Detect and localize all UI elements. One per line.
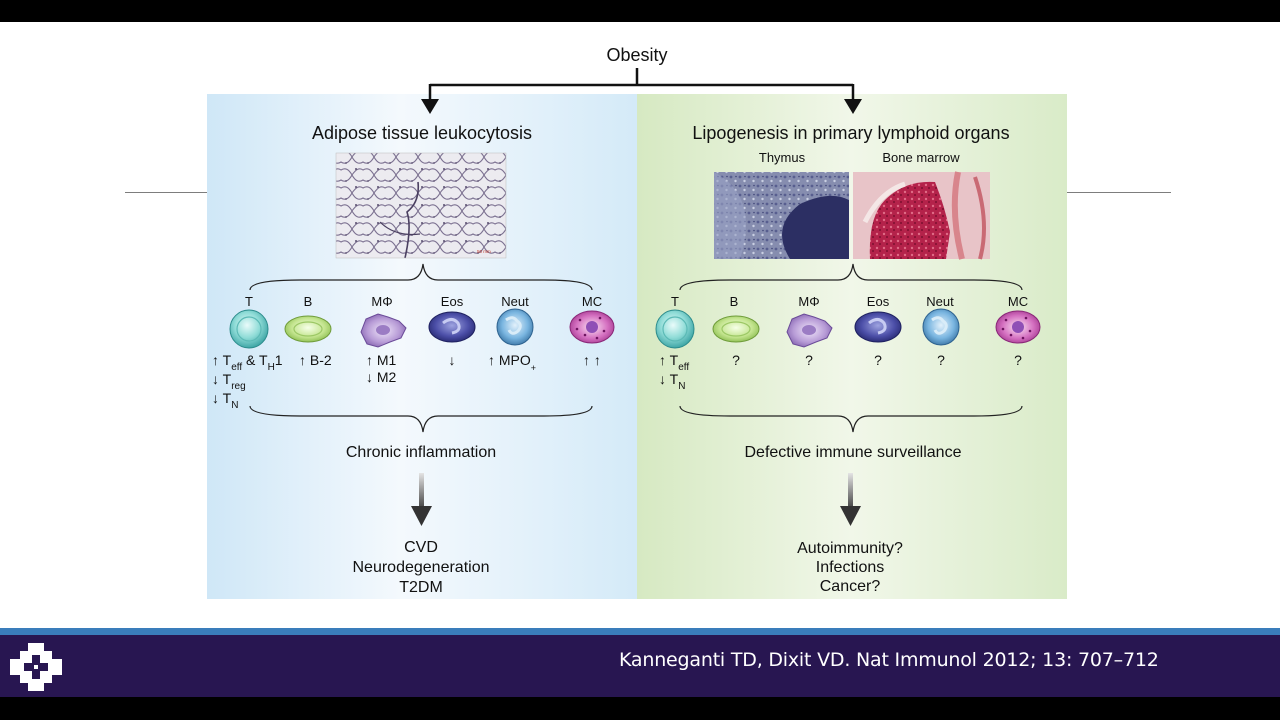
left-consequences: CVD Neurodegeneration T2DM [353, 539, 490, 596]
institution-logo-icon [10, 643, 62, 691]
left-b-cell-label: B [304, 294, 313, 309]
right-neut-effect: ? [937, 352, 945, 368]
right-divider-line [1067, 192, 1171, 193]
left-neut-effect: ↑ MPO+ [488, 352, 536, 373]
left-eos-effect: ↓ [449, 352, 456, 368]
right-bottom-brace [679, 405, 1023, 433]
right-macrophage [786, 313, 833, 348]
left-divider-line [125, 192, 207, 193]
right-mc-effect: ? [1014, 352, 1022, 368]
cancer-label: Cancer? [820, 578, 881, 595]
right-neut [922, 308, 960, 346]
obesity-label: Obesity [606, 45, 667, 65]
adipose-micrograph: 50 mm [335, 152, 507, 259]
right-panel-title: Lipogenesis in primary lymphoid organs [692, 123, 1009, 143]
autoimmunity-label: Autoimmunity? [797, 540, 903, 557]
left-top-brace [249, 263, 593, 291]
right-tn-effect: ↓ TN [659, 371, 685, 392]
thymus-micrograph [714, 172, 849, 259]
right-eos [854, 311, 902, 343]
cvd-label: CVD [404, 539, 438, 556]
left-b-effect: ↑ B-2 [299, 352, 332, 368]
obesity-immunity-figure: Obesity Adipose tissue leukocytosis 50 m… [207, 45, 1067, 599]
right-t-effect: ↑ Teff [659, 352, 689, 373]
right-t-cell-label: T [671, 294, 679, 309]
left-eos [428, 311, 476, 343]
infections-label: Infections [816, 559, 884, 576]
right-branch-arrowhead [844, 99, 862, 114]
right-eos-label: Eos [867, 294, 890, 309]
right-t-cell [655, 309, 695, 349]
right-top-brace [679, 263, 1023, 291]
right-down-arrow [840, 473, 861, 526]
left-m1-effect: ↑ M1 [366, 352, 397, 368]
left-cell-row: T B MΦ Eos Neut MC [245, 294, 602, 309]
left-macrophage-label: MΦ [371, 294, 392, 309]
left-neut-label: Neut [501, 294, 529, 309]
left-mast-cell [569, 310, 615, 344]
left-effects: ↑ Teff & TH1 ↓ Treg ↓ TN ↑ B-2 ↑ M1 ↓ M2… [212, 352, 601, 411]
right-macrophage-effect: ? [805, 352, 813, 368]
right-macrophage-label: MΦ [798, 294, 819, 309]
footer-bar [0, 635, 1280, 697]
left-t-effect: ↑ Teff & TH1 [212, 352, 283, 373]
left-mc-effect: ↑ ↑ [583, 352, 601, 368]
slide-canvas: Obesity Adipose tissue leukocytosis 50 m… [0, 22, 1280, 628]
left-macrophage [360, 313, 407, 348]
defective-surveillance-label: Defective immune surveillance [745, 444, 962, 461]
left-panel-title: Adipose tissue leukocytosis [312, 123, 532, 143]
left-mc-label: MC [582, 294, 602, 309]
right-b-cell [712, 315, 760, 343]
right-consequences: Autoimmunity? Infections Cancer? [797, 540, 903, 595]
thymus-label: Thymus [759, 150, 806, 165]
footer-accent-bar [0, 628, 1280, 635]
right-effects: ↑ Teff ↓ TN ? ? ? ? ? [659, 352, 1022, 392]
right-panel-background [637, 94, 1067, 599]
bone-marrow-label: Bone marrow [882, 150, 960, 165]
left-branch-arrowhead [421, 99, 439, 114]
left-b-cell [284, 315, 332, 343]
right-b-effect: ? [732, 352, 740, 368]
left-bottom-brace [249, 405, 593, 433]
right-neut-label: Neut [926, 294, 954, 309]
left-m2-effect: ↓ M2 [366, 369, 397, 385]
t2dm-label: T2DM [399, 579, 443, 596]
left-treg-effect: ↓ Treg [212, 371, 246, 392]
bone-marrow-micrograph [853, 171, 990, 260]
right-b-cell-label: B [730, 294, 739, 309]
left-neut [496, 308, 534, 346]
right-mc-label: MC [1008, 294, 1028, 309]
citation-text: Kanneganti TD, Dixit VD. Nat Immunol 201… [619, 649, 1159, 671]
left-t-cell [229, 309, 269, 349]
chronic-inflammation-label: Chronic inflammation [346, 444, 496, 461]
left-tn-effect: ↓ TN [212, 390, 238, 411]
right-cell-row: T B MΦ Eos Neut MC [671, 294, 1028, 309]
left-eos-label: Eos [441, 294, 464, 309]
left-t-cell-label: T [245, 294, 253, 309]
svg-text:50 mm: 50 mm [477, 249, 491, 254]
right-eos-effect: ? [874, 352, 882, 368]
left-down-arrow [411, 473, 432, 526]
neurodegeneration-label: Neurodegeneration [353, 559, 490, 576]
right-mast-cell [995, 310, 1041, 344]
